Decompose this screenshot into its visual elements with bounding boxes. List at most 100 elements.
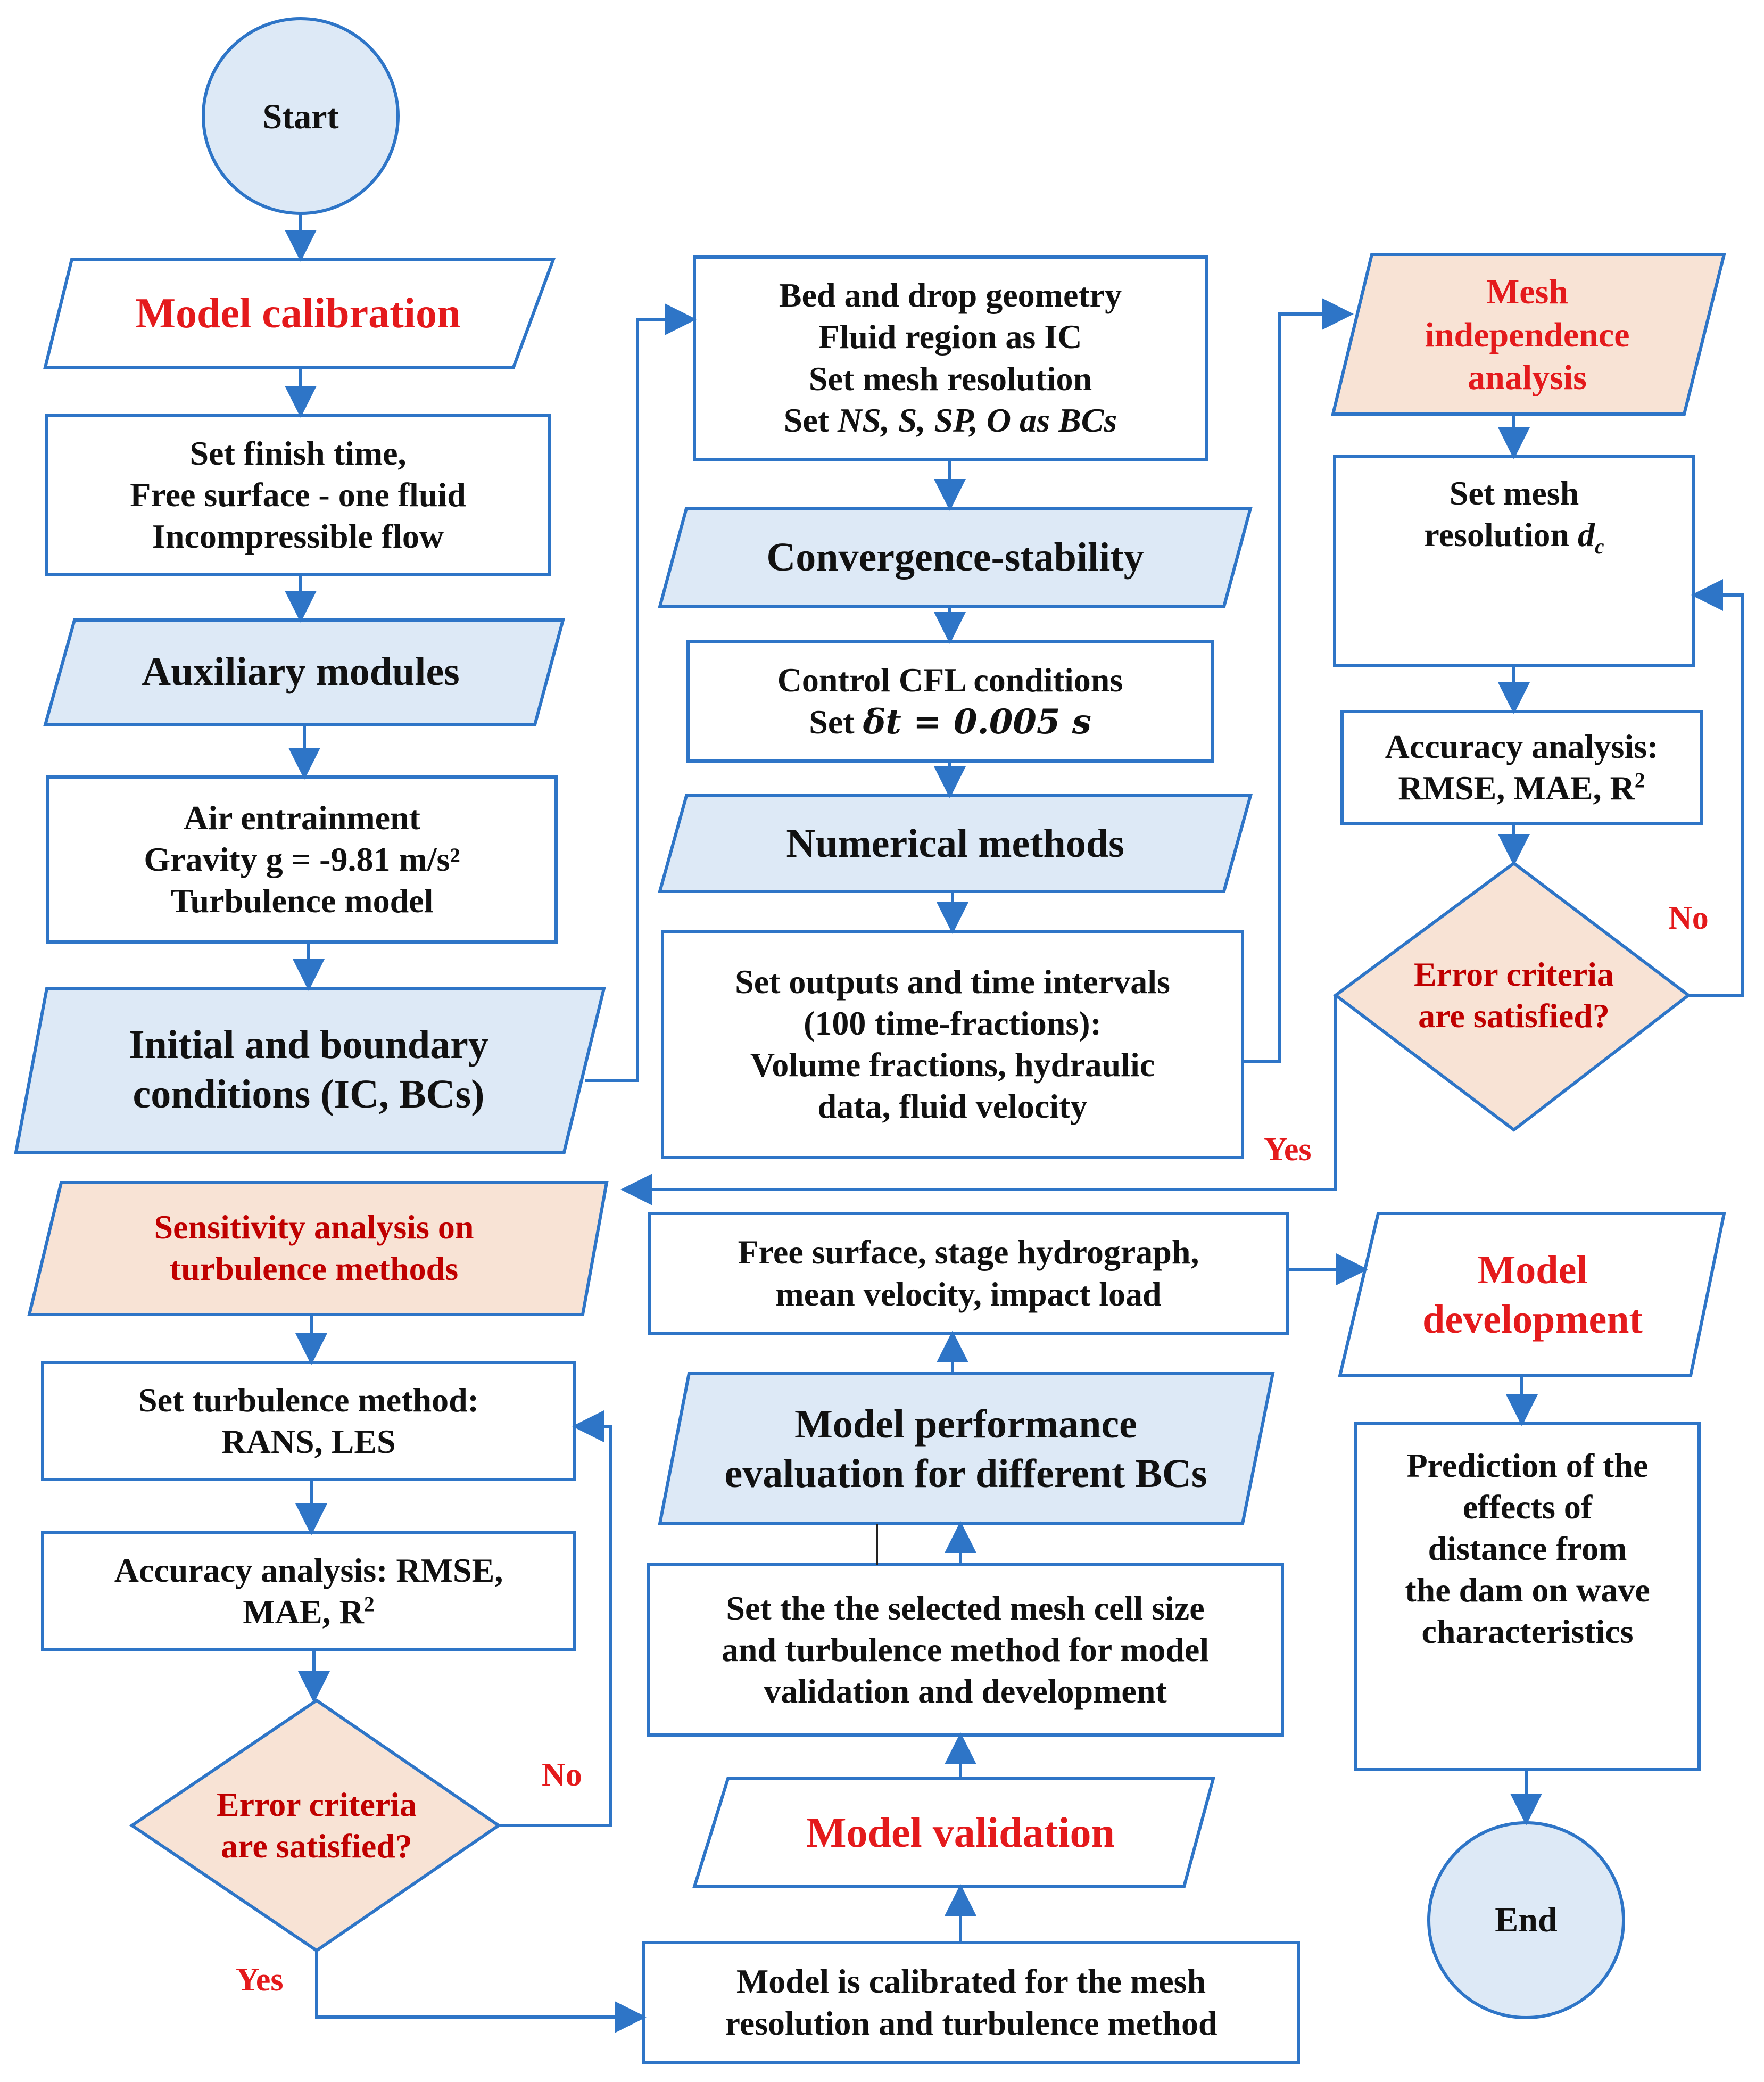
convergence-text: Convergence-stability xyxy=(766,535,1144,580)
prediction-line-2: effects of xyxy=(1462,1488,1593,1526)
mesh-independence-label: Mesh independence analysis xyxy=(1368,263,1687,407)
set-turbulence-line-2: RANS, LES xyxy=(221,1423,396,1460)
air-line-2: Gravity g = -9.81 m/s² xyxy=(144,840,460,878)
initial-boundary-label: Initial and boundary conditions (IC, BCs… xyxy=(51,998,567,1142)
cfl-line-1: Control CFL conditions xyxy=(777,661,1123,699)
auxiliary-modules-text: Auxiliary modules xyxy=(142,649,460,695)
mesh-independence-line-2: independence xyxy=(1425,315,1630,354)
air-line-1: Air entrainment xyxy=(184,798,420,837)
sensitivity-line-1: Sensitivity analysis on xyxy=(154,1208,474,1246)
prediction-box xyxy=(1354,1422,1701,1771)
start-label: Start xyxy=(237,90,365,144)
free-surface-line-1: Free surface, stage hydrograph, xyxy=(738,1233,1199,1271)
performance-line-1: Model performance xyxy=(794,1401,1137,1447)
set-mesh-label: Set mesh resolution dc xyxy=(1337,468,1691,564)
accuracy-right-metrics: RMSE, MAE, R xyxy=(1398,769,1635,807)
free-surface-label: Free surface, stage hydrograph, mean vel… xyxy=(652,1216,1285,1331)
calibrated-box xyxy=(642,1941,1300,2064)
sensitivity-label: Sensitivity analysis on turbulence metho… xyxy=(59,1189,569,1307)
prediction-line-4: the dam on wave xyxy=(1405,1571,1650,1609)
cfl-box xyxy=(686,640,1214,763)
set-finish-line-2: Free surface - one fluid xyxy=(130,475,466,514)
prediction-label: Prediction of the effects of distance fr… xyxy=(1359,1432,1696,1666)
model-calibration-text: Model calibration xyxy=(135,290,461,337)
yes-label-left: Yes xyxy=(236,1962,284,1998)
selected-mesh-line-1: Set the the selected mesh cell size xyxy=(726,1589,1205,1627)
error-right-line-1: Error criteria xyxy=(1413,955,1614,993)
accuracy-left-line-1: Accuracy analysis: RMSE, xyxy=(114,1551,503,1589)
yes-label-right: Yes xyxy=(1264,1131,1312,1168)
selected-mesh-line-3: validation and development xyxy=(764,1672,1167,1711)
selected-mesh-label: Set the the selected mesh cell size and … xyxy=(651,1567,1280,1732)
model-validation-parallelogram xyxy=(692,1777,1215,1888)
bed-drop-label: Bed and drop geometry Fluid region as IC… xyxy=(697,261,1204,455)
air-line-3: Turbulence model xyxy=(170,882,434,920)
no-label-right: No xyxy=(1668,900,1709,936)
auxiliary-modules-label: Auxiliary modules xyxy=(80,628,521,716)
accuracy-label-left: Accuracy analysis: RMSE, MAE, R2 xyxy=(45,1535,572,1647)
set-finish-line-3: Incompressible flow xyxy=(152,517,444,556)
free-surface-line-2: mean velocity, impact load xyxy=(775,1275,1162,1313)
mesh-independence-parallelogram xyxy=(1331,253,1726,416)
set-mesh-box xyxy=(1333,455,1695,667)
air-entrainment-label: Air entrainment Gravity g = -9.81 m/s² T… xyxy=(51,780,553,939)
set-finish-label: Set finish time, Free surface - one flui… xyxy=(51,418,545,572)
arrow-diamond-right-yes-to-sensitivity xyxy=(620,995,1337,1205)
set-mesh-var: d xyxy=(1578,516,1595,554)
initial-boundary-line-1: Initial and boundary xyxy=(129,1022,488,1068)
cfl-label: Control CFL conditions Set δt = 0.005 s xyxy=(691,644,1210,758)
set-mesh-line-1: Set mesh xyxy=(1449,474,1579,513)
accuracy-left-metrics: MAE, R xyxy=(243,1593,364,1631)
prediction-line-1: Prediction of the xyxy=(1406,1446,1649,1484)
end-label: End xyxy=(1462,1894,1590,1947)
sensitivity-parallelogram xyxy=(27,1181,609,1316)
bed-drop-set-prefix: Set xyxy=(783,401,838,439)
mesh-independence-line-1: Mesh xyxy=(1486,272,1568,312)
accuracy-label-right: Accuracy analysis: RMSE, MAE, R2 xyxy=(1345,714,1699,821)
selected-mesh-box xyxy=(647,1563,1284,1737)
performance-label: Model performance evaluation for differe… xyxy=(673,1381,1258,1517)
model-validation-text: Model validation xyxy=(806,1810,1115,1857)
calibrated-line-2: resolution and turbulence method xyxy=(725,2004,1218,2042)
no-label-left: No xyxy=(542,1757,582,1793)
arrow-outputs-to-mesh-independence xyxy=(1243,298,1354,1063)
model-development-label: Model development xyxy=(1362,1224,1703,1365)
bed-drop-line-2: Fluid region as IC xyxy=(818,318,1082,356)
model-validation-label: Model validation xyxy=(724,1788,1197,1879)
outputs-label: Set outputs and time intervals (100 time… xyxy=(665,935,1240,1153)
calibrated-label: Model is calibrated for the mesh resolut… xyxy=(647,1945,1296,2060)
selected-mesh-line-2: and turbulence method for model xyxy=(721,1630,1210,1668)
mesh-independence-line-3: analysis xyxy=(1468,358,1587,398)
bed-drop-line-4: Set NS, S, SP, O as BCs xyxy=(784,400,1117,441)
free-surface-box xyxy=(648,1212,1289,1335)
accuracy-box-right xyxy=(1340,710,1703,825)
model-development-parallelogram xyxy=(1338,1212,1726,1377)
model-calibration-parallelogram xyxy=(43,258,556,369)
initial-boundary-parallelogram xyxy=(14,987,606,1154)
bed-drop-line-3: Set mesh resolution xyxy=(808,359,1092,398)
accuracy-right-line-2: RMSE, MAE, R2 xyxy=(1398,767,1645,809)
accuracy-right-exponent: 2 xyxy=(1634,769,1645,792)
set-turbulence-line-1: Set turbulence method: xyxy=(138,1381,479,1419)
arrow-initial-to-bed xyxy=(585,303,697,1082)
error-criteria-diamond-right xyxy=(1332,861,1691,1132)
bed-drop-box xyxy=(693,255,1208,461)
numerical-methods-parallelogram xyxy=(658,794,1253,893)
accuracy-left-exponent: 2 xyxy=(363,1592,375,1616)
set-mesh-resolution: resolution xyxy=(1424,516,1578,554)
air-entrainment-box xyxy=(46,775,558,944)
set-mesh-line-2: resolution dc xyxy=(1424,514,1604,559)
set-turbulence-label: Set turbulence method: RANS, LES xyxy=(45,1365,572,1477)
outputs-line-4: data, fluid velocity xyxy=(817,1087,1088,1126)
cfl-set-prefix: Set xyxy=(809,703,863,741)
arrow-diamond-no-loop xyxy=(499,1410,612,1827)
auxiliary-modules-parallelogram xyxy=(43,618,565,726)
outputs-line-1: Set outputs and time intervals xyxy=(735,962,1170,1001)
outputs-line-2: (100 time-fractions): xyxy=(804,1004,1102,1042)
set-finish-line-1: Set finish time, xyxy=(189,434,407,472)
set-mesh-sub: c xyxy=(1595,535,1604,559)
error-right-line-2: are satisfied? xyxy=(1418,997,1610,1035)
cfl-timestep: δt = 0.005 s xyxy=(863,701,1091,742)
